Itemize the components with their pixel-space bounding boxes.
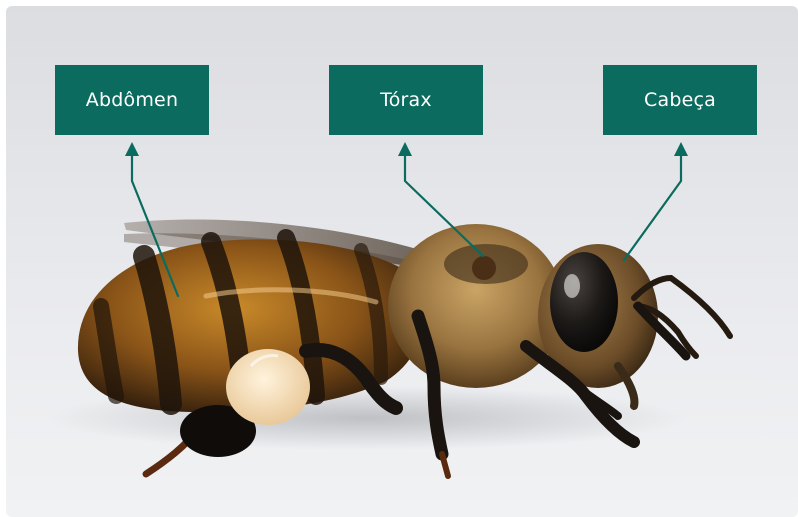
label-head: Cabeça <box>603 65 757 135</box>
label-abdomen-text: Abdômen <box>86 89 178 111</box>
head-arrow <box>624 148 681 260</box>
label-thorax-text: Tórax <box>380 89 432 111</box>
abdomen-arrowhead <box>125 142 139 156</box>
arrowheads <box>125 142 688 156</box>
head-body <box>538 244 658 406</box>
thorax-arrowhead <box>398 142 412 156</box>
head-arrowhead <box>674 142 688 156</box>
label-thorax: Tórax <box>329 65 483 135</box>
compound-eye <box>550 252 618 352</box>
label-abdomen: Abdômen <box>55 65 209 135</box>
diagram-frame: Abdômen Tórax Cabeça <box>6 6 798 517</box>
label-head-text: Cabeça <box>644 89 716 111</box>
